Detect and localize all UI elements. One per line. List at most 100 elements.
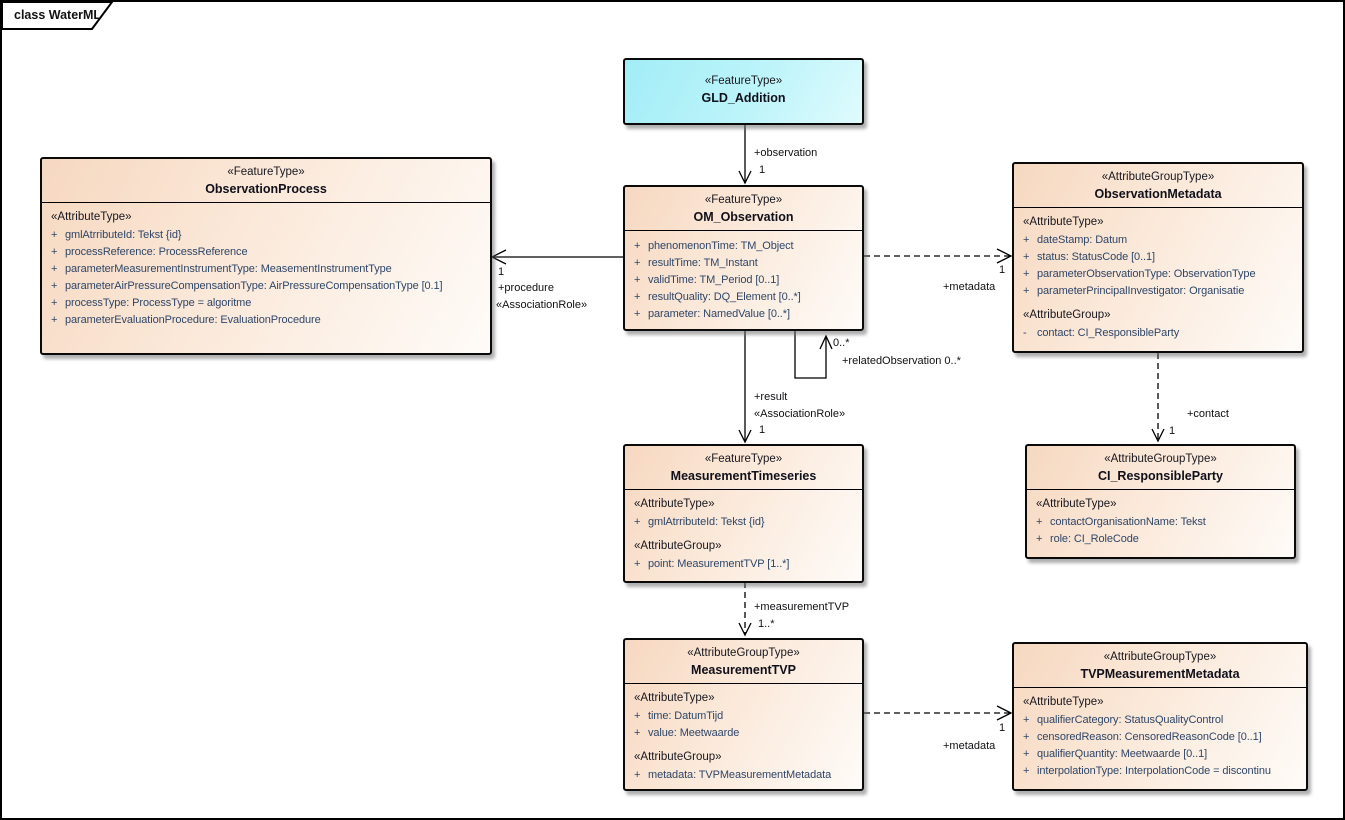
class-header: «AttributeGroupType» CI_ResponsibleParty — [1027, 446, 1294, 490]
attribute-row: +validTime: TM_Period [0..1] — [634, 274, 780, 286]
attribute-row: +time: DatumTijd — [634, 710, 724, 722]
label-observation-mult: 1 — [759, 164, 766, 176]
attribute-row: +qualifierCategory: StatusQualityControl — [1023, 714, 1224, 726]
attribute-row: +interpolationType: InterpolationCode = … — [1023, 765, 1271, 777]
class-name: ObservationMetadata — [1094, 187, 1222, 201]
connector-result — [738, 331, 752, 444]
attribute-row: +parameter: NamedValue [0..*] — [634, 308, 790, 320]
class-name: TVPMeasurementMetadata — [1080, 667, 1240, 681]
section-heading: «AttributeType» — [51, 211, 132, 223]
connector-observation — [738, 125, 752, 185]
class-gld-addition[interactable]: «FeatureType» GLD_Addition — [623, 58, 864, 125]
stereotype: «AttributeGroupType» — [1103, 651, 1217, 663]
label-metadata-tvp-mult: 1 — [999, 722, 1006, 734]
label-measurement-tvp-mult: 1..* — [758, 618, 775, 630]
attribute-row: +parameterEvaluationProcedure: Evaluatio… — [51, 314, 321, 326]
class-header: «AttributeGroupType» TVPMeasurementMetad… — [1014, 644, 1306, 688]
class-observation-process[interactable]: «FeatureType» ObservationProcess «Attrib… — [40, 157, 492, 355]
stereotype: «FeatureType» — [704, 75, 783, 87]
connector-related-observation — [794, 331, 833, 379]
label-measurement-tvp-role: +measurementTVP — [754, 601, 850, 613]
class-name: GLD_Addition — [701, 91, 786, 105]
attribute-row: +qualifierQuantity: Meetwaarde [0..1] — [1023, 748, 1208, 760]
attribute-row: +point: MeasurementTVP [1..*] — [634, 558, 790, 570]
class-header: «FeatureType» OM_Observation — [625, 187, 862, 231]
label-metadata-observation-mult: 1 — [999, 264, 1006, 276]
attribute-row: +value: Meetwaarde — [634, 727, 740, 739]
attribute-row: +processReference: ProcessReference — [51, 246, 248, 258]
stereotype: «FeatureType» — [704, 194, 783, 206]
connector-metadata-tvp — [864, 705, 1013, 721]
connector-measurement-tvp — [738, 582, 752, 637]
class-om-observation[interactable]: «FeatureType» OM_Observation +phenomenon… — [623, 185, 864, 331]
attribute-row: +parameterObservationType: ObservationTy… — [1023, 268, 1256, 280]
label-related-observation-role: +relatedObservation 0..* — [842, 355, 961, 367]
attributes-compartment: «AttributeType» +dateStamp: Datum +statu… — [1014, 208, 1302, 346]
class-name: ObservationProcess — [205, 182, 327, 196]
label-observation-role: +observation — [754, 147, 818, 159]
attribute-row: +phenomenonTime: TM_Object — [634, 240, 794, 252]
label-contact-role: +contact — [1187, 408, 1229, 420]
stereotype: «AttributeGroupType» — [1104, 453, 1217, 465]
label-procedure-mult: 1 — [498, 266, 505, 278]
attribute-row: -contact: CI_ResponsibleParty — [1023, 327, 1180, 339]
stereotype: «AttributeGroupType» — [1101, 171, 1215, 183]
attribute-row: +dateStamp: Datum — [1023, 234, 1128, 246]
section-heading: «AttributeType» — [1023, 216, 1104, 228]
section-heading: «AttributeType» — [1036, 498, 1117, 510]
diagram-tab-label: class WaterML — [14, 8, 102, 22]
label-procedure-role: +procedure — [498, 282, 554, 294]
section-heading: «AttributeType» — [634, 692, 715, 704]
attributes-compartment: «AttributeType» +gmlAtrributeId: Tekst {… — [42, 203, 490, 333]
class-header: «FeatureType» ObservationProcess — [42, 159, 490, 203]
attribute-row: +gmlAtrributeId: Tekst {id} — [634, 516, 765, 528]
attribute-row: +gmlAtrributeId: Tekst {id} — [51, 229, 182, 241]
label-result-stereotype: «AssociationRole» — [754, 408, 846, 420]
class-header: «FeatureType» GLD_Addition — [625, 68, 862, 111]
section-heading: «AttributeGroup» — [634, 751, 722, 763]
label-result-mult: 1 — [759, 424, 766, 436]
class-name: MeasurementTimeseries — [670, 469, 817, 483]
section-heading: «AttributeGroup» — [634, 540, 722, 552]
attributes-compartment: «AttributeType» +contactOrganisationName… — [1027, 490, 1294, 552]
label-related-observation-mult: 0..* — [833, 337, 850, 349]
label-result-role: +result — [754, 391, 788, 403]
stereotype: «FeatureType» — [227, 166, 305, 178]
class-name: OM_Observation — [693, 210, 794, 224]
attribute-row: +parameterMeasurementInstrumentType: Mea… — [51, 263, 392, 275]
label-contact-mult: 1 — [1169, 425, 1176, 437]
class-measurement-timeseries[interactable]: «FeatureType» MeasurementTimeseries «Att… — [623, 444, 864, 583]
label-metadata-tvp-role: +metadata — [943, 740, 996, 752]
attribute-row: +contactOrganisationName: Tekst — [1036, 516, 1206, 528]
attributes-compartment: «AttributeType» +gmlAtrributeId: Tekst {… — [625, 490, 862, 577]
section-heading: «AttributeType» — [634, 498, 715, 510]
class-ci-responsible-party[interactable]: «AttributeGroupType» CI_ResponsibleParty… — [1025, 444, 1296, 559]
class-name: CI_ResponsibleParty — [1097, 469, 1224, 483]
attribute-row: +resultQuality: DQ_Element [0..*] — [634, 291, 801, 303]
attribute-row: +censoredReason: CensoredReasonCode [0..… — [1023, 731, 1262, 743]
attribute-row: +metadata: TVPMeasurementMetadata — [634, 769, 832, 781]
section-heading: «AttributeType» — [1023, 696, 1104, 708]
stereotype: «FeatureType» — [704, 453, 783, 465]
attribute-row: +processType: ProcessType = algoritme — [51, 297, 252, 309]
attributes-compartment: «AttributeType» +qualifierCategory: Stat… — [1014, 688, 1306, 784]
class-name: MeasurementTVP — [691, 663, 796, 677]
class-measurement-tvp[interactable]: «AttributeGroupType» MeasurementTVP «Att… — [623, 638, 864, 791]
class-header: «FeatureType» MeasurementTimeseries — [625, 446, 862, 490]
label-metadata-observation-role: +metadata — [943, 281, 996, 293]
attribute-row: +status: StatusCode [0..1] — [1023, 251, 1155, 263]
class-observation-metadata[interactable]: «AttributeGroupType» ObservationMetadata… — [1012, 162, 1304, 353]
class-header: «AttributeGroupType» ObservationMetadata — [1014, 164, 1302, 208]
attribute-row: +resultTime: TM_Instant — [634, 257, 758, 269]
stereotype: «AttributeGroupType» — [687, 647, 800, 659]
connector-procedure — [490, 249, 623, 265]
connector-contact — [1151, 353, 1165, 443]
class-tvp-measurement-metadata[interactable]: «AttributeGroupType» TVPMeasurementMetad… — [1012, 642, 1308, 791]
attributes-compartment: +phenomenonTime: TM_Object +resultTime: … — [625, 231, 862, 327]
attribute-row: +role: CI_RoleCode — [1036, 533, 1139, 545]
connector-metadata-observation — [864, 248, 1013, 264]
attribute-row: +parameterPrincipalInvestigator: Organis… — [1023, 285, 1245, 297]
section-heading: «AttributeGroup» — [1023, 309, 1111, 321]
attribute-row: +parameterAirPressureCompensationType: A… — [51, 280, 443, 292]
